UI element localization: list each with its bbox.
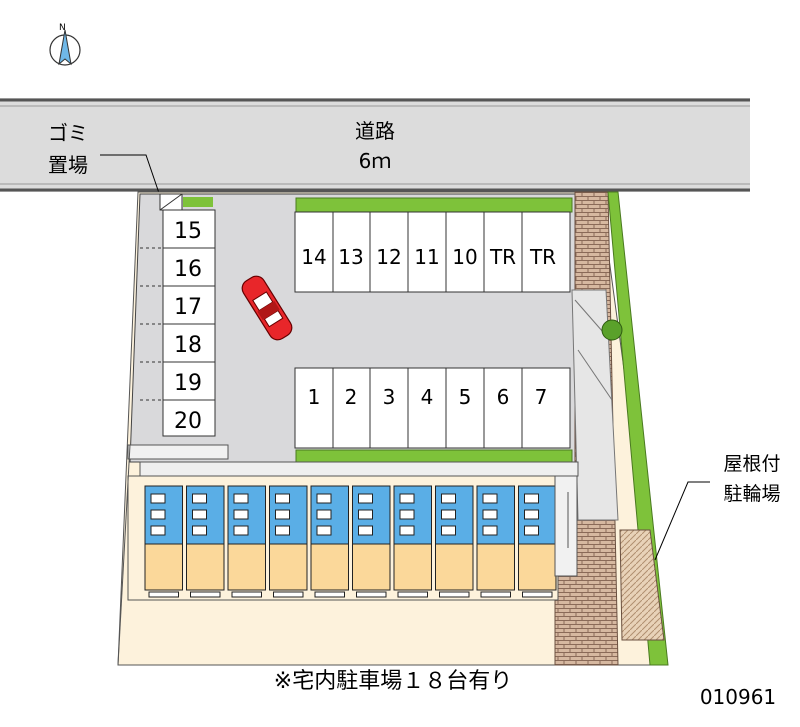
stall-label: 13 [338, 245, 363, 269]
stall-label: 7 [535, 385, 548, 409]
road: 道路 6ｍ [0, 98, 750, 192]
stall-label: 10 [452, 245, 477, 269]
bottom-parking-stalls: 1 2 3 4 5 6 7 [294, 367, 571, 449]
stall-label: 4 [421, 385, 434, 409]
parking-note: ※宅内駐車場１８台有り [274, 669, 512, 694]
apartment-unit [352, 485, 391, 598]
stall-label: TR [489, 245, 516, 269]
top-parking-stalls: 14 13 12 11 10 TR TR [294, 211, 571, 293]
stall-label: 3 [383, 385, 396, 409]
stall-label: 2 [345, 385, 358, 409]
car-icon [241, 275, 293, 341]
bike-parking-label-line2: 駐輪場 [723, 483, 780, 505]
bike-parking-label-line1: 屋根付 [723, 453, 780, 475]
trash-label-line2: 置場 [48, 153, 88, 177]
north-label: N [59, 23, 66, 33]
stall-label: 12 [376, 245, 401, 269]
stall-label: 16 [174, 257, 202, 282]
apartment-unit [310, 485, 349, 598]
stall-label: 1 [308, 385, 321, 409]
stall-label: 14 [301, 245, 326, 269]
stall-label: 19 [174, 371, 202, 396]
property-code: 010961 [700, 685, 776, 709]
apartment-unit [435, 485, 474, 598]
apartment-unit [186, 485, 225, 598]
apartment-building [127, 444, 579, 601]
left-parking-stalls: 15 16 17 18 19 20 [140, 209, 216, 437]
apartment-unit [269, 485, 308, 598]
apartment-units [144, 485, 557, 598]
apartment-unit [476, 485, 515, 598]
bike-parking-shed: 屋根付 駐輪場 [619, 453, 781, 641]
road-width: 6ｍ [359, 149, 392, 173]
tree-icon [601, 319, 623, 341]
apartment-unit [518, 485, 557, 598]
stall-label: 17 [174, 295, 202, 320]
apartment-unit [227, 485, 266, 598]
north-compass-icon: N [49, 23, 81, 66]
stall-label: 11 [414, 245, 439, 269]
stall-label: 5 [459, 385, 472, 409]
stall-label: 6 [497, 385, 510, 409]
stall-label: 15 [174, 219, 202, 244]
stall-label: 20 [174, 409, 202, 434]
apartment-unit [144, 485, 183, 598]
trash-area-label: ゴミ 置場 [48, 121, 161, 197]
apartment-unit [393, 485, 432, 598]
trash-label-line1: ゴミ [48, 121, 88, 145]
stall-label: 18 [174, 333, 202, 358]
stall-label: TR [529, 245, 556, 269]
road-name: 道路 [355, 119, 395, 143]
